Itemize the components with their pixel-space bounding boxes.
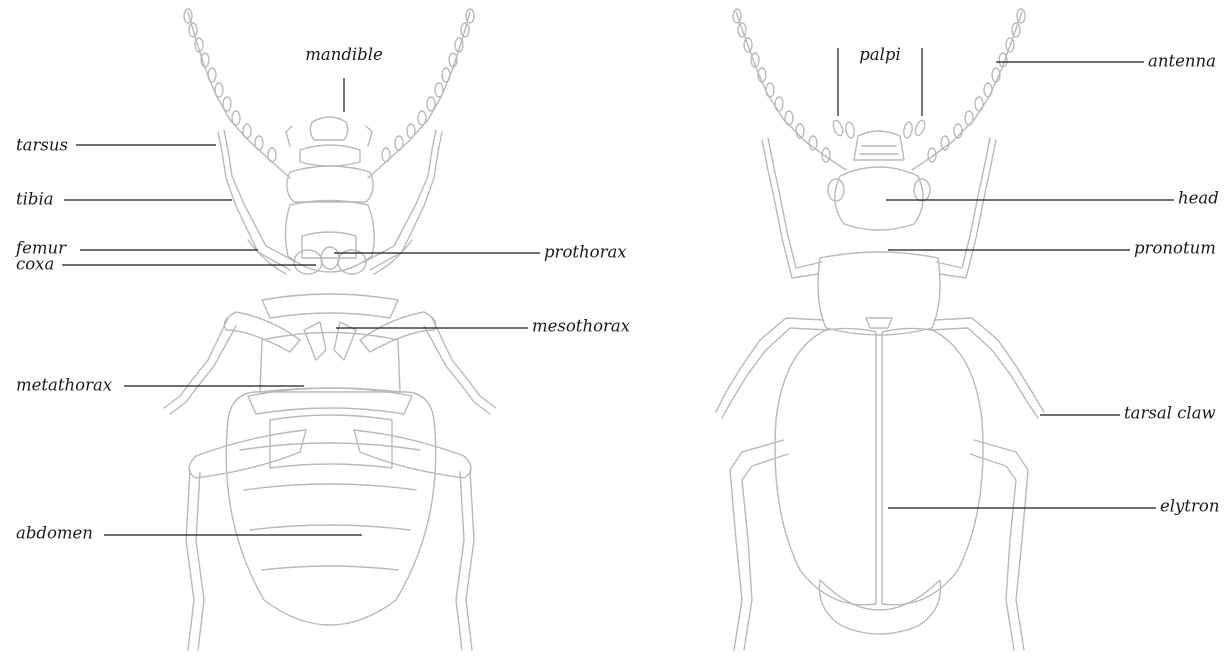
label-tarsus: tarsus	[16, 136, 68, 155]
dorsal-elytra	[775, 328, 983, 634]
label-metathorax: metathorax	[16, 376, 113, 395]
label-mesothorax: mesothorax	[532, 317, 631, 336]
dorsal-midleg-left	[716, 318, 828, 418]
ventral-abdomen	[226, 392, 436, 625]
ventral-hindleg-right	[354, 430, 474, 650]
label-palpi: palpi	[859, 45, 901, 64]
ventral-prothorax	[285, 201, 374, 273]
dorsal-midleg-right	[930, 318, 1044, 418]
dorsal-foreleg-right	[936, 138, 996, 278]
leader-lines	[62, 48, 1174, 535]
ventral-beetle	[164, 9, 496, 650]
label-tibia: tibia	[16, 190, 54, 209]
label-antenna: antenna	[1148, 52, 1216, 71]
labels: mandible tarsus tibia femur coxa prothor…	[14, 45, 1219, 543]
ventral-mesothorax	[262, 294, 398, 360]
ventral-midleg-left	[164, 312, 300, 414]
label-pronotum: pronotum	[1134, 239, 1216, 258]
ventral-metathorax	[248, 333, 412, 415]
ventral-antenna-left	[184, 9, 290, 178]
dorsal-hindleg-right	[970, 440, 1028, 650]
dorsal-pronotum	[818, 252, 940, 335]
ventral-foreleg-left	[218, 130, 296, 274]
dorsal-hindleg-left	[730, 440, 788, 650]
label-prothorax: prothorax	[544, 243, 627, 262]
label-abdomen: abdomen	[16, 524, 93, 543]
label-mandible: mandible	[305, 45, 383, 64]
label-head: head	[1178, 189, 1219, 208]
ventral-antenna-right	[368, 9, 474, 178]
ventral-head	[286, 117, 373, 202]
label-coxa: coxa	[16, 255, 54, 274]
dorsal-antenna-right	[912, 9, 1025, 170]
ventral-coxae	[294, 247, 366, 274]
label-tarsal-claw: tarsal claw	[1124, 404, 1216, 423]
label-elytron: elytron	[1160, 497, 1219, 516]
dorsal-palpi	[832, 119, 927, 138]
ventral-hindleg-left	[186, 430, 306, 650]
dorsal-antenna-left	[733, 9, 846, 170]
ventral-midleg-right	[360, 312, 496, 414]
dorsal-beetle	[716, 9, 1044, 650]
dorsal-head	[828, 131, 930, 230]
dorsal-foreleg-left	[762, 138, 822, 278]
